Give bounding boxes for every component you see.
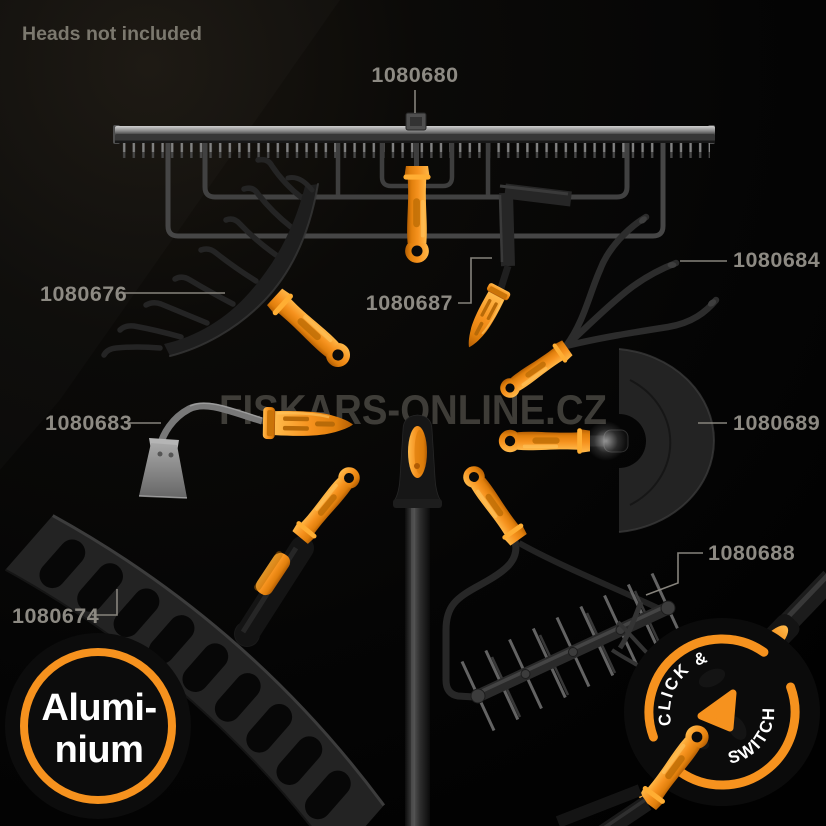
disclaimer-text: Heads not included xyxy=(22,23,202,45)
part-label-aerator: 1080688 xyxy=(708,541,795,565)
leader-aerator xyxy=(645,552,703,596)
top-rake-graphic xyxy=(113,112,715,263)
leader-hoe xyxy=(458,257,492,304)
part-label-fan-rake: 1080676 xyxy=(40,282,127,306)
aluminium-badge-line1: Alumi- xyxy=(41,687,156,729)
main-pole-graphic xyxy=(393,414,442,826)
badge-pointer-icon xyxy=(697,689,737,732)
part-label-hand-hoe: 1080683 xyxy=(45,411,132,435)
part-label-hoe: 1080687 xyxy=(366,291,453,315)
part-label-wide-rake: 1080674 xyxy=(12,604,99,628)
part-label-edger: 1080689 xyxy=(733,411,820,435)
wide-rake-graphic xyxy=(4,461,386,826)
aluminium-badge-line2: nium xyxy=(55,729,144,771)
edger-graphic xyxy=(498,348,715,533)
hand-hoe-graphic xyxy=(138,402,355,499)
aluminium-badge: Alumi- nium xyxy=(5,633,191,819)
part-label-top-rake: 1080680 xyxy=(371,63,458,87)
metal-glow xyxy=(586,421,626,461)
fan-rake-graphic xyxy=(101,156,357,374)
badge-ring xyxy=(644,634,800,790)
part-label-cultivator: 1080684 xyxy=(733,248,820,272)
leader-wide-rake xyxy=(92,589,118,616)
cultivator-graphic xyxy=(495,213,720,403)
click-switch-assembly: CLICK & SWITCH xyxy=(555,570,826,826)
aluminium-badge-ring xyxy=(20,648,176,804)
part-labels xyxy=(92,90,727,616)
hoe-graphic xyxy=(457,183,572,354)
click-window xyxy=(255,552,291,596)
